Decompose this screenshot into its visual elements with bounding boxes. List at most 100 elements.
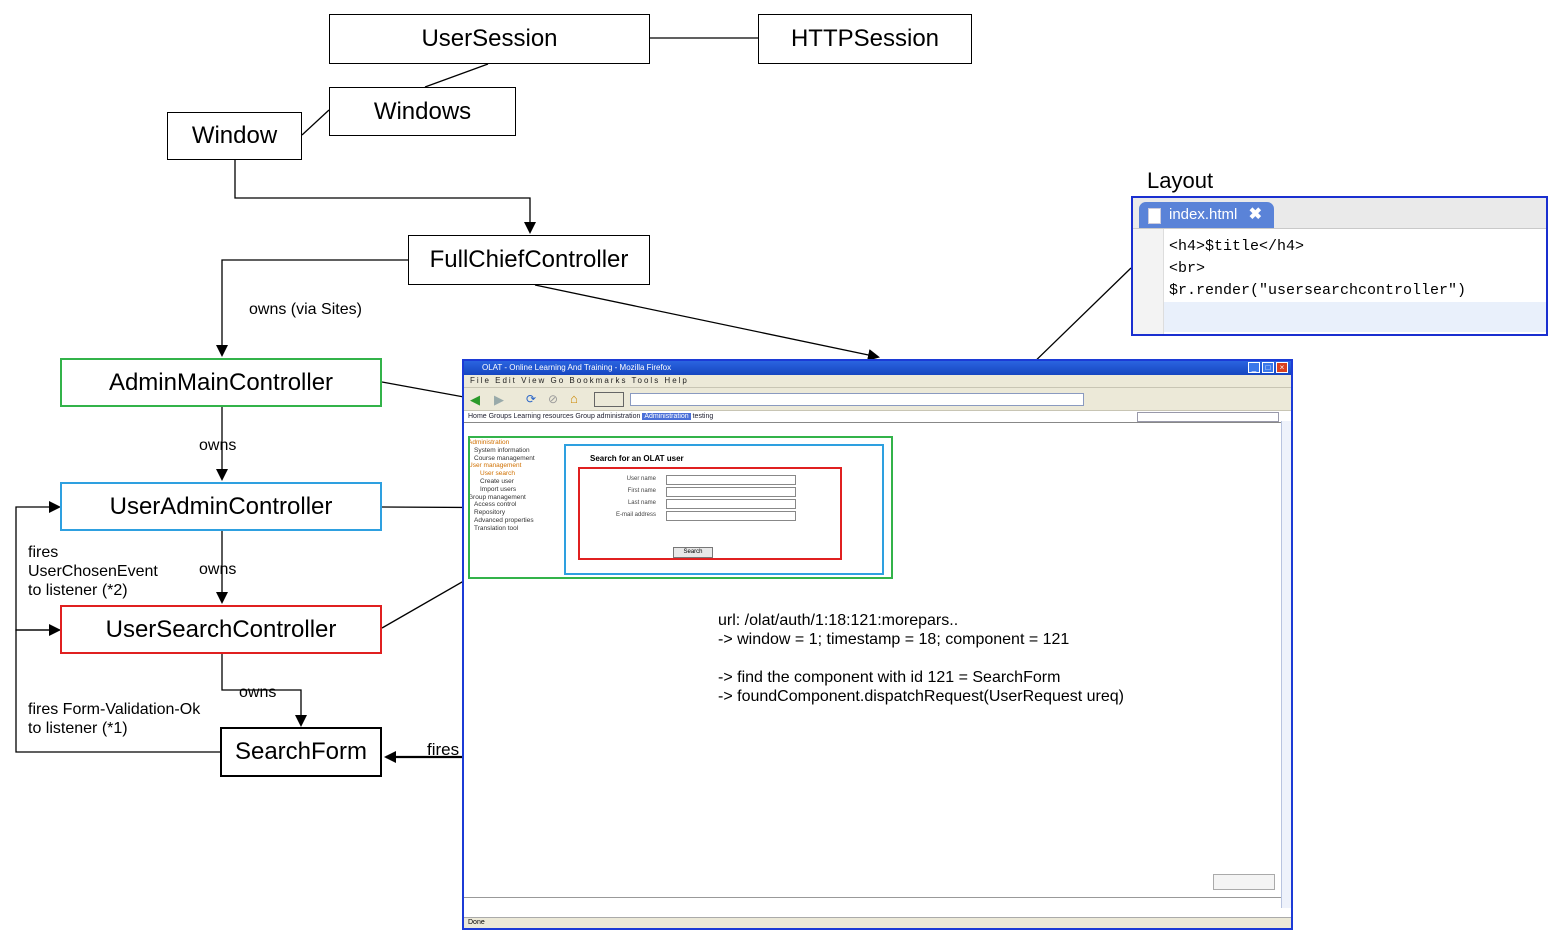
site-tabs-left[interactable]: Home Groups Learning resources Group adm… — [468, 413, 643, 420]
http-session-node: HTTPSession — [758, 14, 972, 64]
home-icon[interactable]: ⌂ — [570, 391, 578, 406]
stop-icon[interactable]: ⊘ — [548, 392, 559, 406]
edge-usersearch-searchform — [221, 654, 307, 727]
close-icon[interactable]: × — [1276, 362, 1288, 373]
nav-item[interactable]: Import users — [480, 485, 517, 493]
firstname-input[interactable] — [666, 487, 796, 497]
owns-label-2: owns — [199, 561, 237, 578]
editor-gutter — [1133, 229, 1164, 334]
print-icon[interactable] — [594, 392, 624, 407]
url-note-line: url: /olat/auth/1:18:121:morepars.. — [718, 612, 959, 629]
field-label-email: E-mail address — [615, 512, 656, 518]
windows-node: Windows — [329, 87, 516, 136]
field-label-firstname: First name — [627, 488, 656, 494]
footer-divider — [464, 897, 1281, 898]
browser-status-bar: Done — [464, 917, 1291, 928]
user-search-controller-label: UserSearchController — [105, 615, 337, 643]
code-line[interactable]: <br> — [1169, 260, 1206, 277]
browser-scrollbar[interactable] — [1281, 421, 1291, 908]
nav-item[interactable]: Advanced properties — [474, 516, 534, 524]
owns-via-sites-label: owns (via Sites) — [249, 301, 362, 318]
layout-editor: index.html ✖ <h4>$title</h4> <br> $r.rende… — [1131, 196, 1548, 336]
nav-item[interactable]: User search — [480, 470, 516, 478]
editor-tab-index-html[interactable]: index.html ✖ — [1139, 202, 1274, 228]
nav-item[interactable]: User management — [468, 462, 522, 470]
browser-screenshot: OLAT - Online Learning And Training - Mo… — [462, 359, 1293, 930]
url-note-line: -> find the component with id 121 = Sear… — [718, 669, 1061, 686]
nav-item[interactable]: Translation tool — [474, 524, 519, 532]
nav-item[interactable]: Administration — [468, 439, 510, 446]
window-label: Window — [191, 122, 278, 149]
user-session-node: UserSession — [329, 14, 650, 64]
browser-title-bar: OLAT - Online Learning And Training - Mo… — [464, 361, 1291, 375]
toolbar-extras[interactable] — [1206, 393, 1256, 404]
document-icon — [1148, 208, 1161, 224]
url-note-line: -> window = 1; timestamp = 18; component… — [718, 631, 1070, 648]
search-button[interactable]: Search — [673, 547, 713, 558]
nav-item[interactable]: Repository — [474, 509, 506, 517]
search-form-node: SearchForm — [220, 727, 382, 777]
nav-item[interactable]: System information — [474, 446, 530, 454]
full-chief-controller-label: FullChiefController — [429, 246, 629, 273]
lastname-input[interactable] — [666, 499, 796, 509]
code-line[interactable]: $r.render("usersearchcontroller") — [1169, 282, 1467, 299]
admin-main-region — [468, 436, 893, 579]
admin-main-controller-label: AdminMainController — [108, 368, 334, 396]
admin-main-controller-node: AdminMainController — [60, 358, 382, 407]
fires-user-chosen-line-3: to listener (*2) — [28, 582, 128, 599]
editor-code[interactable]: <h4>$title</h4> <br> $r.render("usersearch… — [1169, 236, 1466, 302]
url-note-spacer — [718, 649, 1124, 668]
browser-window-title: OLAT - Online Learning And Training - Mo… — [482, 363, 672, 372]
field-label-lastname: Last name — [627, 500, 656, 506]
footer-logo — [1213, 874, 1275, 890]
http-session-label: HTTPSession — [790, 25, 940, 52]
maximize-icon[interactable]: □ — [1262, 362, 1274, 373]
top-right-tools[interactable] — [1137, 412, 1279, 422]
forward-icon[interactable]: ▶ — [494, 392, 504, 407]
user-admin-region — [564, 444, 884, 575]
fires-user-chosen-label: fires UserChosenEvent to listener (*2) — [28, 543, 158, 600]
site-tab-administration[interactable]: Administration — [642, 413, 691, 420]
site-tab-testing[interactable]: testing — [690, 413, 714, 420]
user-session-label: UserSession — [421, 25, 558, 52]
user-admin-controller-label: UserAdminController — [109, 492, 333, 520]
field-label-username: User name — [626, 476, 656, 482]
editor-tab-label[interactable]: index.html — [1169, 206, 1238, 223]
browser-toolbar: ◀ ▶ ⟳ ⊘ ⌂ — [464, 388, 1291, 411]
reload-icon[interactable]: ⟳ — [526, 392, 537, 406]
close-tab-icon[interactable]: ✖ — [1248, 206, 1262, 223]
user-admin-controller-node: UserAdminController — [60, 482, 382, 531]
edge-fullchief-adminmain — [216, 259, 408, 357]
edge-windows-window — [301, 109, 330, 136]
layout-title: Layout — [1147, 168, 1214, 193]
search-form-title: Search for an OLAT user — [590, 454, 684, 463]
fires-user-chosen-line-1: fires — [28, 544, 59, 561]
email-input[interactable] — [666, 511, 796, 521]
edge-fullchief-screenshot — [534, 284, 880, 361]
windows-label: Windows — [373, 97, 472, 125]
edge-usersession-windows — [424, 63, 489, 88]
url-note-line: -> foundComponent.dispatchRequest(UserRe… — [718, 688, 1125, 705]
address-bar[interactable] — [630, 393, 1084, 406]
minimize-icon[interactable]: _ — [1248, 362, 1260, 373]
back-icon[interactable]: ◀ — [470, 392, 480, 407]
fires-form-validation-line-2: to listener (*1) — [28, 720, 128, 737]
code-line[interactable]: <h4>$title</h4> — [1169, 238, 1305, 255]
olat-site-tabs[interactable]: Home Groups Learning resources Group adm… — [464, 411, 1291, 423]
nav-item[interactable]: Access control — [474, 501, 517, 509]
nav-item[interactable]: Group management — [468, 493, 526, 501]
admin-nav-tree: Administration System information Course… — [468, 439, 535, 533]
search-form-label: SearchForm — [234, 738, 368, 765]
browser-menu-bar[interactable]: File Edit View Go Bookmarks Tools Help — [464, 375, 1291, 388]
editor-tab-bar: index.html ✖ — [1133, 198, 1546, 229]
username-input[interactable] — [666, 475, 796, 485]
owns-label-1: owns — [199, 437, 237, 454]
nav-item[interactable]: Create user — [480, 477, 514, 485]
current-line-highlight — [1164, 302, 1546, 332]
url-notes: url: /olat/auth/1:18:121:morepars.. -> wi… — [718, 611, 1124, 706]
nav-item[interactable]: Course management — [474, 454, 535, 462]
fires-form-validation-line-1: fires Form-Validation-Ok — [28, 701, 201, 718]
user-search-region — [578, 467, 842, 560]
fires-user-chosen-line-2: UserChosenEvent — [28, 563, 158, 580]
edge-window-fullchief — [234, 160, 536, 234]
